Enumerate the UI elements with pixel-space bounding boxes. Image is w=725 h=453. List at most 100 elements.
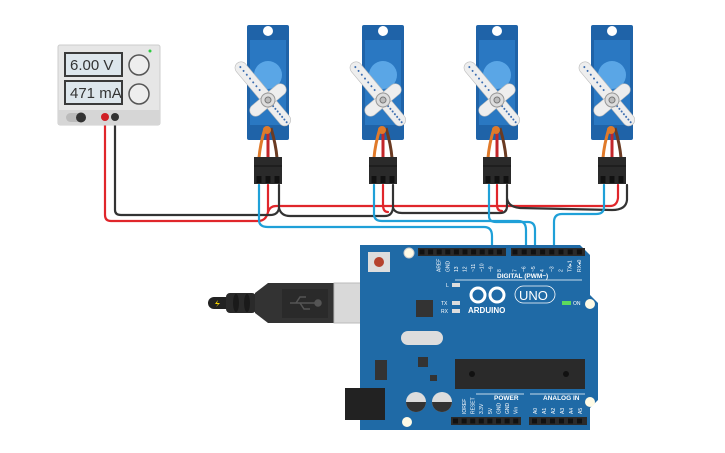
model-label: UNO [519,288,548,303]
header-pin[interactable] [419,249,425,255]
header-pin[interactable] [496,249,502,255]
digital-header-low[interactable] [511,248,585,256]
wire-blue-servo3[interactable] [487,183,537,254]
digital-label: DIGITAL (PWM~) [497,273,548,280]
positive-terminal[interactable] [101,113,109,121]
power-label: POWER [494,395,519,402]
digital-pin-label: ~6 [522,266,528,272]
power-header[interactable] [451,417,521,425]
power-pin-label: GND [496,403,502,415]
analog-pin-label: A3 [560,408,566,414]
servo-motor[interactable] [335,25,420,184]
header-pin[interactable] [461,418,467,424]
wires [103,116,629,254]
header-pin[interactable] [559,418,564,424]
header-pin[interactable] [488,249,494,255]
analog-pin-label: A5 [578,408,584,414]
header-pin[interactable] [512,249,518,255]
digital-pin-label: ~9 [488,266,494,272]
header-pin[interactable] [550,418,555,424]
header-pin[interactable] [428,249,434,255]
cv-led [148,49,152,53]
header-pin[interactable] [478,418,484,424]
led-l-label: L [446,283,449,289]
header-pin[interactable] [558,249,564,255]
arduino-logo [469,286,506,304]
analog-pin-label: A4 [569,408,575,414]
header-pin[interactable] [504,418,510,424]
servo-connector[interactable] [598,157,626,184]
header-pin[interactable] [521,249,527,255]
wire-red-power[interactable] [103,116,620,223]
digital-pin-label: 7 [513,269,519,272]
digital-header-high[interactable] [418,248,506,256]
power-supply[interactable]: 6.00 V 471 mA [57,44,161,126]
usb-cable[interactable] [208,282,365,324]
servo-motor[interactable] [564,25,649,184]
header-pin[interactable] [453,249,459,255]
current-knob[interactable] [128,83,150,105]
led-tx-label: TX [441,301,448,307]
power-pin-label: IOREF [462,399,468,414]
servo-motor[interactable] [220,25,305,184]
on-led [562,301,571,305]
header-pin[interactable] [462,249,468,255]
servo-motor[interactable] [449,25,534,184]
usb-chip [416,300,433,317]
header-pin[interactable] [532,418,537,424]
digital-pin-label: 2 [559,269,565,272]
header-pin[interactable] [541,418,546,424]
header-pin[interactable] [453,418,458,424]
usb-icon [290,296,322,310]
digital-pin-label: TX▸1 [568,260,574,272]
servo-horn[interactable] [335,49,420,139]
servo-horn[interactable] [564,49,649,139]
wire-red-servo2[interactable] [381,183,390,214]
negative-terminal[interactable] [111,113,119,121]
servo-horn[interactable] [220,49,305,139]
header-pin[interactable] [496,418,501,424]
header-pin[interactable] [568,418,573,424]
wire-black-power[interactable] [113,116,629,218]
voltage-readout: 6.00 V [70,57,113,74]
wire-blue-servo1[interactable] [257,183,494,254]
digital-pin-label: 12 [463,266,469,272]
header-pin[interactable] [479,249,485,255]
digital-pin-label: GND [445,261,451,273]
header-pin[interactable] [470,418,476,424]
digital-pin-label: 8 [497,269,503,272]
digital-pin-label: 4 [540,269,546,272]
header-pin[interactable] [549,249,555,255]
analog-header[interactable] [529,417,587,425]
header-pin[interactable] [513,418,519,424]
on-label: ON [573,301,581,307]
wire-red-servo3[interactable] [495,183,504,213]
servo-horn[interactable] [449,49,534,139]
header-pin[interactable] [530,249,536,255]
servo-connector[interactable] [254,157,282,184]
header-pin[interactable] [540,249,546,255]
header-pin[interactable] [436,249,442,255]
digital-pin-label: 13 [454,266,460,272]
servo-connector[interactable] [369,157,397,184]
wire-blue-servo4[interactable] [552,183,606,254]
servo-connector[interactable] [483,157,511,184]
wire-blue-servo2[interactable] [372,183,528,254]
voltage-knob[interactable] [128,54,150,76]
header-pin[interactable] [576,249,582,255]
analog-pin-label: A1 [542,408,548,414]
header-pin[interactable] [487,418,493,424]
power-pin-label: GND [505,403,511,415]
header-pin[interactable] [445,249,451,255]
header-pin[interactable] [567,249,573,255]
header-pin[interactable] [471,249,477,255]
analog-label: ANALOG IN [543,395,580,402]
header-pin[interactable] [577,418,582,424]
digital-pin-label: AREF [437,259,443,272]
digital-pin-label: ~5 [531,266,537,272]
analog-pin-label: A0 [533,408,539,414]
power-jack[interactable] [345,388,385,420]
power-pin-label: 5V [488,407,494,414]
